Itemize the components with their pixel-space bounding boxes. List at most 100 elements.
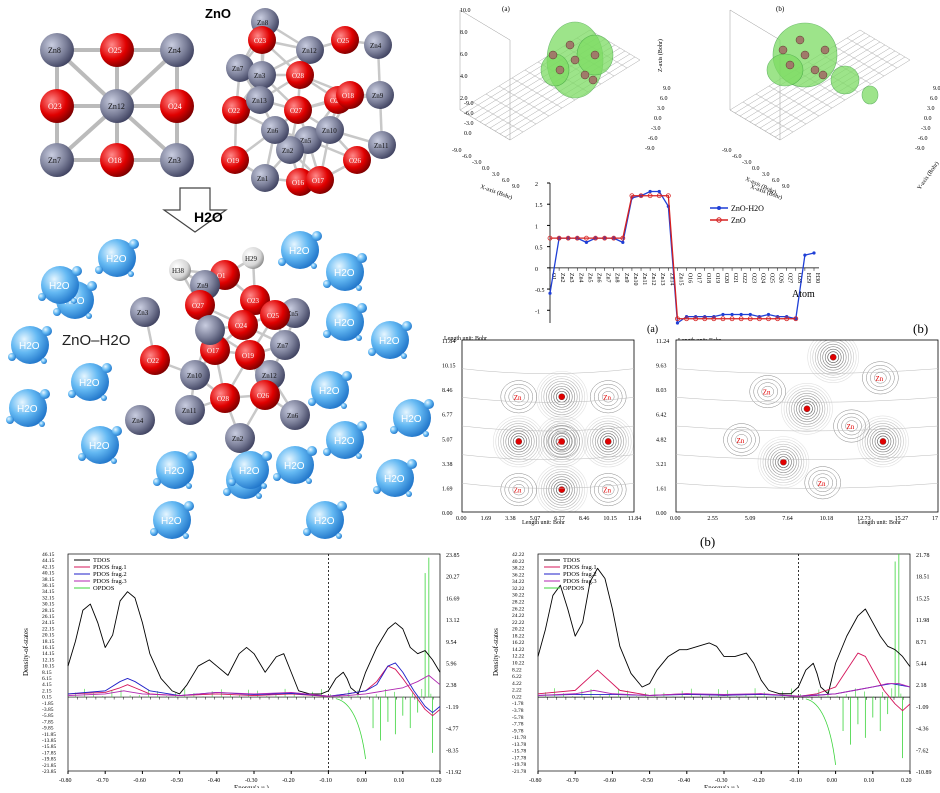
water-molecule-icon: H2O <box>95 239 139 277</box>
y-tick-left: -1.85 <box>42 701 54 707</box>
water-molecule-icon: H2O <box>368 321 412 359</box>
y-tick-right: 2.18 <box>916 683 927 689</box>
zn-label: Zn <box>875 375 883 383</box>
contour-ring <box>535 463 588 512</box>
y-tick-label: 6.42 <box>656 413 667 419</box>
data-point <box>584 240 589 244</box>
density-floor <box>729 29 911 141</box>
oxygen-atom <box>260 300 290 330</box>
data-point <box>684 316 689 322</box>
y-tick-right: -1.09 <box>916 705 929 711</box>
contour-ring <box>757 382 778 401</box>
water-sphere <box>98 239 136 277</box>
water-label: H2O <box>17 404 38 415</box>
y-tick: 6.0 <box>660 96 668 102</box>
y-tick-left: 24.15 <box>42 620 55 626</box>
x-tick: 3.0 <box>762 172 770 178</box>
y-tick-left: -21.78 <box>512 769 526 775</box>
zinc-atom <box>195 315 225 345</box>
contour-background <box>676 454 938 460</box>
x-tick-label: 12.73 <box>857 516 871 522</box>
x-tick-label: 0.00 <box>827 778 838 784</box>
y-tick-label: 2 <box>535 182 538 188</box>
zinc-atom <box>180 360 210 390</box>
atom-label: O28 <box>217 395 230 403</box>
y-tick-left: 10.15 <box>42 664 55 670</box>
data-point <box>793 316 799 322</box>
contour-ring <box>801 403 813 415</box>
atom-label: O23 <box>247 297 260 305</box>
water-label: H2O <box>79 378 100 389</box>
contour-background <box>462 425 634 432</box>
zn-label: Zn <box>557 438 565 446</box>
y-tick-label: 6.77 <box>442 413 453 419</box>
contour-ring <box>497 420 540 463</box>
contour-a-unit-bottom: Length unit: Bohr <box>522 520 565 526</box>
x-tick-label: O21 <box>732 273 738 283</box>
contour-ring <box>761 385 774 398</box>
y-tick-left: 2.15 <box>42 688 52 694</box>
y-tick-left: -15.78 <box>512 749 526 755</box>
x-tick-label: Zn15 <box>677 273 683 286</box>
atom-label: Zn10 <box>322 127 337 135</box>
atom-label: Zn6 <box>287 412 299 420</box>
y-tick-left: -9.78 <box>512 728 524 734</box>
zn-label: Zn <box>514 394 522 402</box>
y-tick-left: 26.15 <box>42 614 55 620</box>
x-tick-label: H29 <box>805 273 811 283</box>
water-bubble <box>306 478 312 484</box>
water-bubble <box>373 486 381 494</box>
water-bubble <box>262 451 272 461</box>
water-bubble <box>8 353 16 361</box>
contour-ring <box>548 476 576 503</box>
legend-label: PDOS frag.2 <box>93 571 127 578</box>
contour-ring <box>500 380 538 414</box>
density-isosurface <box>540 53 570 87</box>
data-point <box>693 316 699 322</box>
series-line <box>67 674 441 697</box>
contour-background <box>462 454 634 460</box>
x-tick-label: O16 <box>687 273 693 283</box>
y-axis-label: Y-axis (Bohr) <box>916 160 940 191</box>
y-tick-right: -10.89 <box>916 770 932 776</box>
y-tick-right: 9.54 <box>446 640 457 646</box>
atom-label: O25 <box>337 37 350 45</box>
x-axis-label: X-axis (Bohr) <box>479 183 513 201</box>
atom-node <box>810 65 820 75</box>
data-point <box>647 193 653 199</box>
legend-label: OPDOS <box>93 585 115 592</box>
y-tick-right: 21.78 <box>916 553 930 559</box>
x-tick-label: -0.60 <box>133 778 146 784</box>
y-tick-left: 30.22 <box>512 593 525 599</box>
y-tick: 3.0 <box>927 106 935 112</box>
contour-background <box>462 397 634 403</box>
zinc-atom <box>175 395 205 425</box>
zinc-atom <box>40 33 74 67</box>
water-label: H2O <box>49 281 70 292</box>
oxygen-atom <box>40 89 74 123</box>
water-bubble <box>407 459 417 469</box>
x-tick-label: 1.69 <box>481 516 492 522</box>
density-label-a: (a) <box>502 5 510 13</box>
y-tick-label: -0.5 <box>535 288 545 294</box>
contour-ring <box>589 473 627 507</box>
water-molecule-icon: H2O <box>273 446 317 484</box>
oxygen-atom <box>235 340 265 370</box>
atom-label: O17 <box>312 177 325 185</box>
x-axis-label: Energy(a.u.) <box>234 784 270 788</box>
x-tick-label: 7.64 <box>782 516 793 522</box>
data-point <box>648 189 652 194</box>
atom-node <box>778 45 788 55</box>
data-point <box>766 312 771 317</box>
x-tick-label: -0.50 <box>641 778 654 784</box>
contour-ring <box>500 473 538 507</box>
water-bubble <box>38 293 46 301</box>
contour-ring <box>553 481 571 498</box>
data-point <box>556 235 562 241</box>
x-tick-label: 2.55 <box>707 516 718 522</box>
contour-ring <box>749 375 786 409</box>
y-tick: -9.0 <box>645 146 655 152</box>
